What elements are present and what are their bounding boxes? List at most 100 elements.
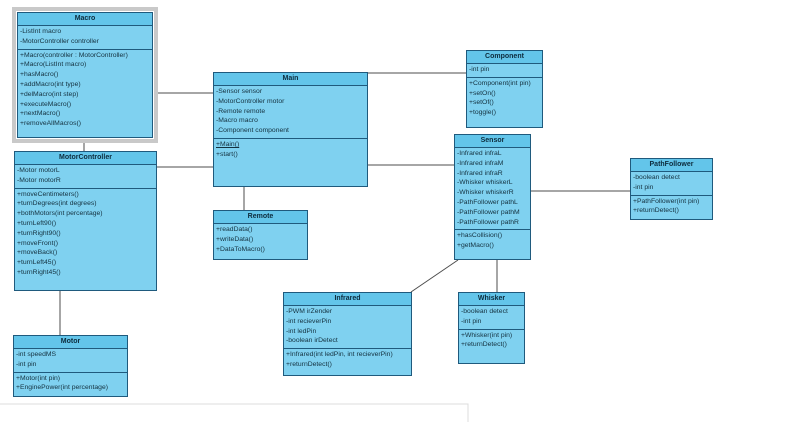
member-row: +EnginePower(int percentage) xyxy=(16,384,109,392)
member-row: +Infrared(int ledPin, int recieverPin) xyxy=(286,351,393,359)
class-pathfollower[interactable]: PathFollower -boolean detect -int pin +Pa… xyxy=(630,158,713,220)
class-main-methods: +Main() +start() xyxy=(214,137,367,186)
class-whisker-attributes: -boolean detect -int pin xyxy=(459,306,524,329)
member-row: +moveCentimeters() xyxy=(17,190,79,198)
member-row: -int pin xyxy=(16,360,37,368)
member-row: -PathFollower pathM xyxy=(457,208,520,216)
class-macro[interactable]: Macro -ListInt macro-MotorController con… xyxy=(12,7,158,143)
member-row: -PathFollower pathR xyxy=(457,218,519,226)
class-infrared-attributes: -PWM irZender -int recieverPin -int ledPin… xyxy=(284,306,411,348)
member-row: -PWM irZender xyxy=(286,308,333,315)
member-row: +readData() xyxy=(216,226,253,233)
class-component-title: Component xyxy=(467,51,542,64)
class-infrared-methods: +Infrared(int ledPin, int recieverPin)+r… xyxy=(284,348,411,375)
member-row: +delMacro(int step) xyxy=(20,90,79,98)
page-edge xyxy=(0,403,469,422)
member-row: +turnLeft90() xyxy=(17,219,57,227)
class-component-attributes: -int pin xyxy=(467,64,542,77)
member-row: +getMacro() xyxy=(457,242,494,250)
class-motorcontroller[interactable]: MotorController -Motor motorL-Motor moto… xyxy=(14,151,157,291)
class-sensor-title: Sensor xyxy=(455,135,530,148)
member-row: -Infrared infraM xyxy=(457,159,504,167)
member-row: +nextMacro() xyxy=(20,110,61,118)
member-row: +writeData() xyxy=(216,235,254,243)
class-whisker-title: Whisker xyxy=(459,293,524,306)
member-row: -int speedMS xyxy=(16,351,57,358)
member-row: -Motor motorR xyxy=(17,176,61,184)
member-row: -int pin xyxy=(469,66,490,73)
member-row: +start() xyxy=(216,150,238,158)
class-sensor[interactable]: Sensor -Infrared infraL -Infrared infraM -… xyxy=(454,134,531,260)
member-row: +turnLeft45() xyxy=(17,259,57,267)
member-row: -boolean irDetect xyxy=(286,337,338,345)
member-row: +moveFront() xyxy=(17,239,58,247)
class-pathfollower-attributes: -boolean detect -int pin xyxy=(631,172,712,195)
class-pathfollower-title: PathFollower xyxy=(631,159,712,172)
member-row: -ListInt macro xyxy=(20,28,62,35)
member-row: -int ledPin xyxy=(286,327,317,335)
member-row: +addMacro(int type) xyxy=(20,80,81,88)
member-row: -Whisker whiskerR xyxy=(457,189,514,197)
class-sensor-methods: +hasCollision() +getMacro() xyxy=(455,229,530,259)
member-row: +removeAllMacros() xyxy=(20,120,81,128)
member-row: -Infrared infraL xyxy=(457,150,502,157)
class-macro-methods: +Macro(controller : MotorController) +Mac… xyxy=(18,48,152,137)
class-motor-title: Motor xyxy=(14,336,127,349)
class-component[interactable]: Component -int pin +Component(int pin) +s… xyxy=(466,50,543,128)
member-row: -Sensor sensor xyxy=(216,88,263,95)
class-component-methods: +Component(int pin) +setOn() +setOf() +togg… xyxy=(467,76,542,127)
class-macro-attributes: -ListInt macro-MotorController controlle… xyxy=(18,26,152,49)
class-infrared[interactable]: Infrared -PWM irZender -int recieverPin -i… xyxy=(283,292,412,376)
member-row: +turnDegrees(int degrees) xyxy=(17,200,97,208)
member-row: -Remote remote xyxy=(216,107,266,115)
class-motor-attributes: -int speedMS -int pin xyxy=(14,349,127,372)
member-row: +bothMotors(int percentage) xyxy=(17,210,103,218)
member-row: -Component component xyxy=(216,127,289,135)
member-row: +hasCollision() xyxy=(457,232,503,240)
member-row: -PathFollower pathL xyxy=(457,198,518,206)
member-row: -Macro macro xyxy=(216,117,258,125)
member-row: -int recieverPin xyxy=(286,317,332,325)
member-row: +Motor(int pin) xyxy=(16,374,61,382)
member-row: +turnRight90() xyxy=(17,229,61,237)
member-row: +toggle() xyxy=(469,109,497,117)
member-row: +PathFollower(int pin) xyxy=(633,197,700,205)
class-macro-title: Macro xyxy=(18,13,152,26)
member-row: -Motor motorL xyxy=(17,167,60,174)
class-motorcontroller-title: MotorController xyxy=(15,152,156,165)
member-row: -Infrared infraR xyxy=(457,169,503,177)
class-whisker[interactable]: Whisker -boolean detect -int pin +Whisker… xyxy=(458,292,525,364)
member-row: -boolean detect xyxy=(461,308,508,315)
member-row: +Main() xyxy=(216,140,240,148)
class-remote[interactable]: Remote +readData()+writeData()+DataToMac… xyxy=(213,210,308,260)
member-row: +executeMacro() xyxy=(20,100,72,108)
class-whisker-methods: +Whisker(int pin)+returnDetect() xyxy=(459,328,524,363)
class-main-title: Main xyxy=(214,73,367,86)
class-motor[interactable]: Motor -int speedMS -int pin +Motor(int pi… xyxy=(13,335,128,397)
class-remote-title: Remote xyxy=(214,211,307,224)
class-motorcontroller-methods: +moveCentimeters() +turnDegrees(int degre… xyxy=(15,187,156,290)
member-row: +moveBack() xyxy=(17,249,58,257)
member-row: +Macro(ListInt macro) xyxy=(20,61,87,69)
class-infrared-title: Infrared xyxy=(284,293,411,306)
member-row: +setOf() xyxy=(469,99,494,107)
member-row: +returnDetect() xyxy=(633,207,679,215)
member-row: +Macro(controller : MotorController) xyxy=(20,51,128,59)
class-main[interactable]: Main -Sensor sensor-MotorController moto… xyxy=(213,72,368,187)
member-row: -Whisker whiskerL xyxy=(457,179,513,187)
member-row: -boolean detect xyxy=(633,174,680,181)
member-row: -int pin xyxy=(461,317,482,325)
member-row: +turnRight45() xyxy=(17,268,61,276)
member-row: +setOn() xyxy=(469,89,496,97)
member-row: -int pin xyxy=(633,183,654,191)
connector-sensor-infrared[interactable] xyxy=(410,259,459,293)
class-main-attributes: -Sensor sensor-MotorController motor-Rem… xyxy=(214,86,367,138)
member-row: +Whisker(int pin) xyxy=(461,331,513,339)
member-row: +returnDetect() xyxy=(286,360,332,368)
member-row: +Component(int pin) xyxy=(469,79,531,87)
class-motor-methods: +Motor(int pin) +EnginePower(int percenta… xyxy=(14,371,127,396)
member-row: +hasMacro() xyxy=(20,71,59,79)
class-motorcontroller-attributes: -Motor motorL -Motor motorR xyxy=(15,165,156,188)
